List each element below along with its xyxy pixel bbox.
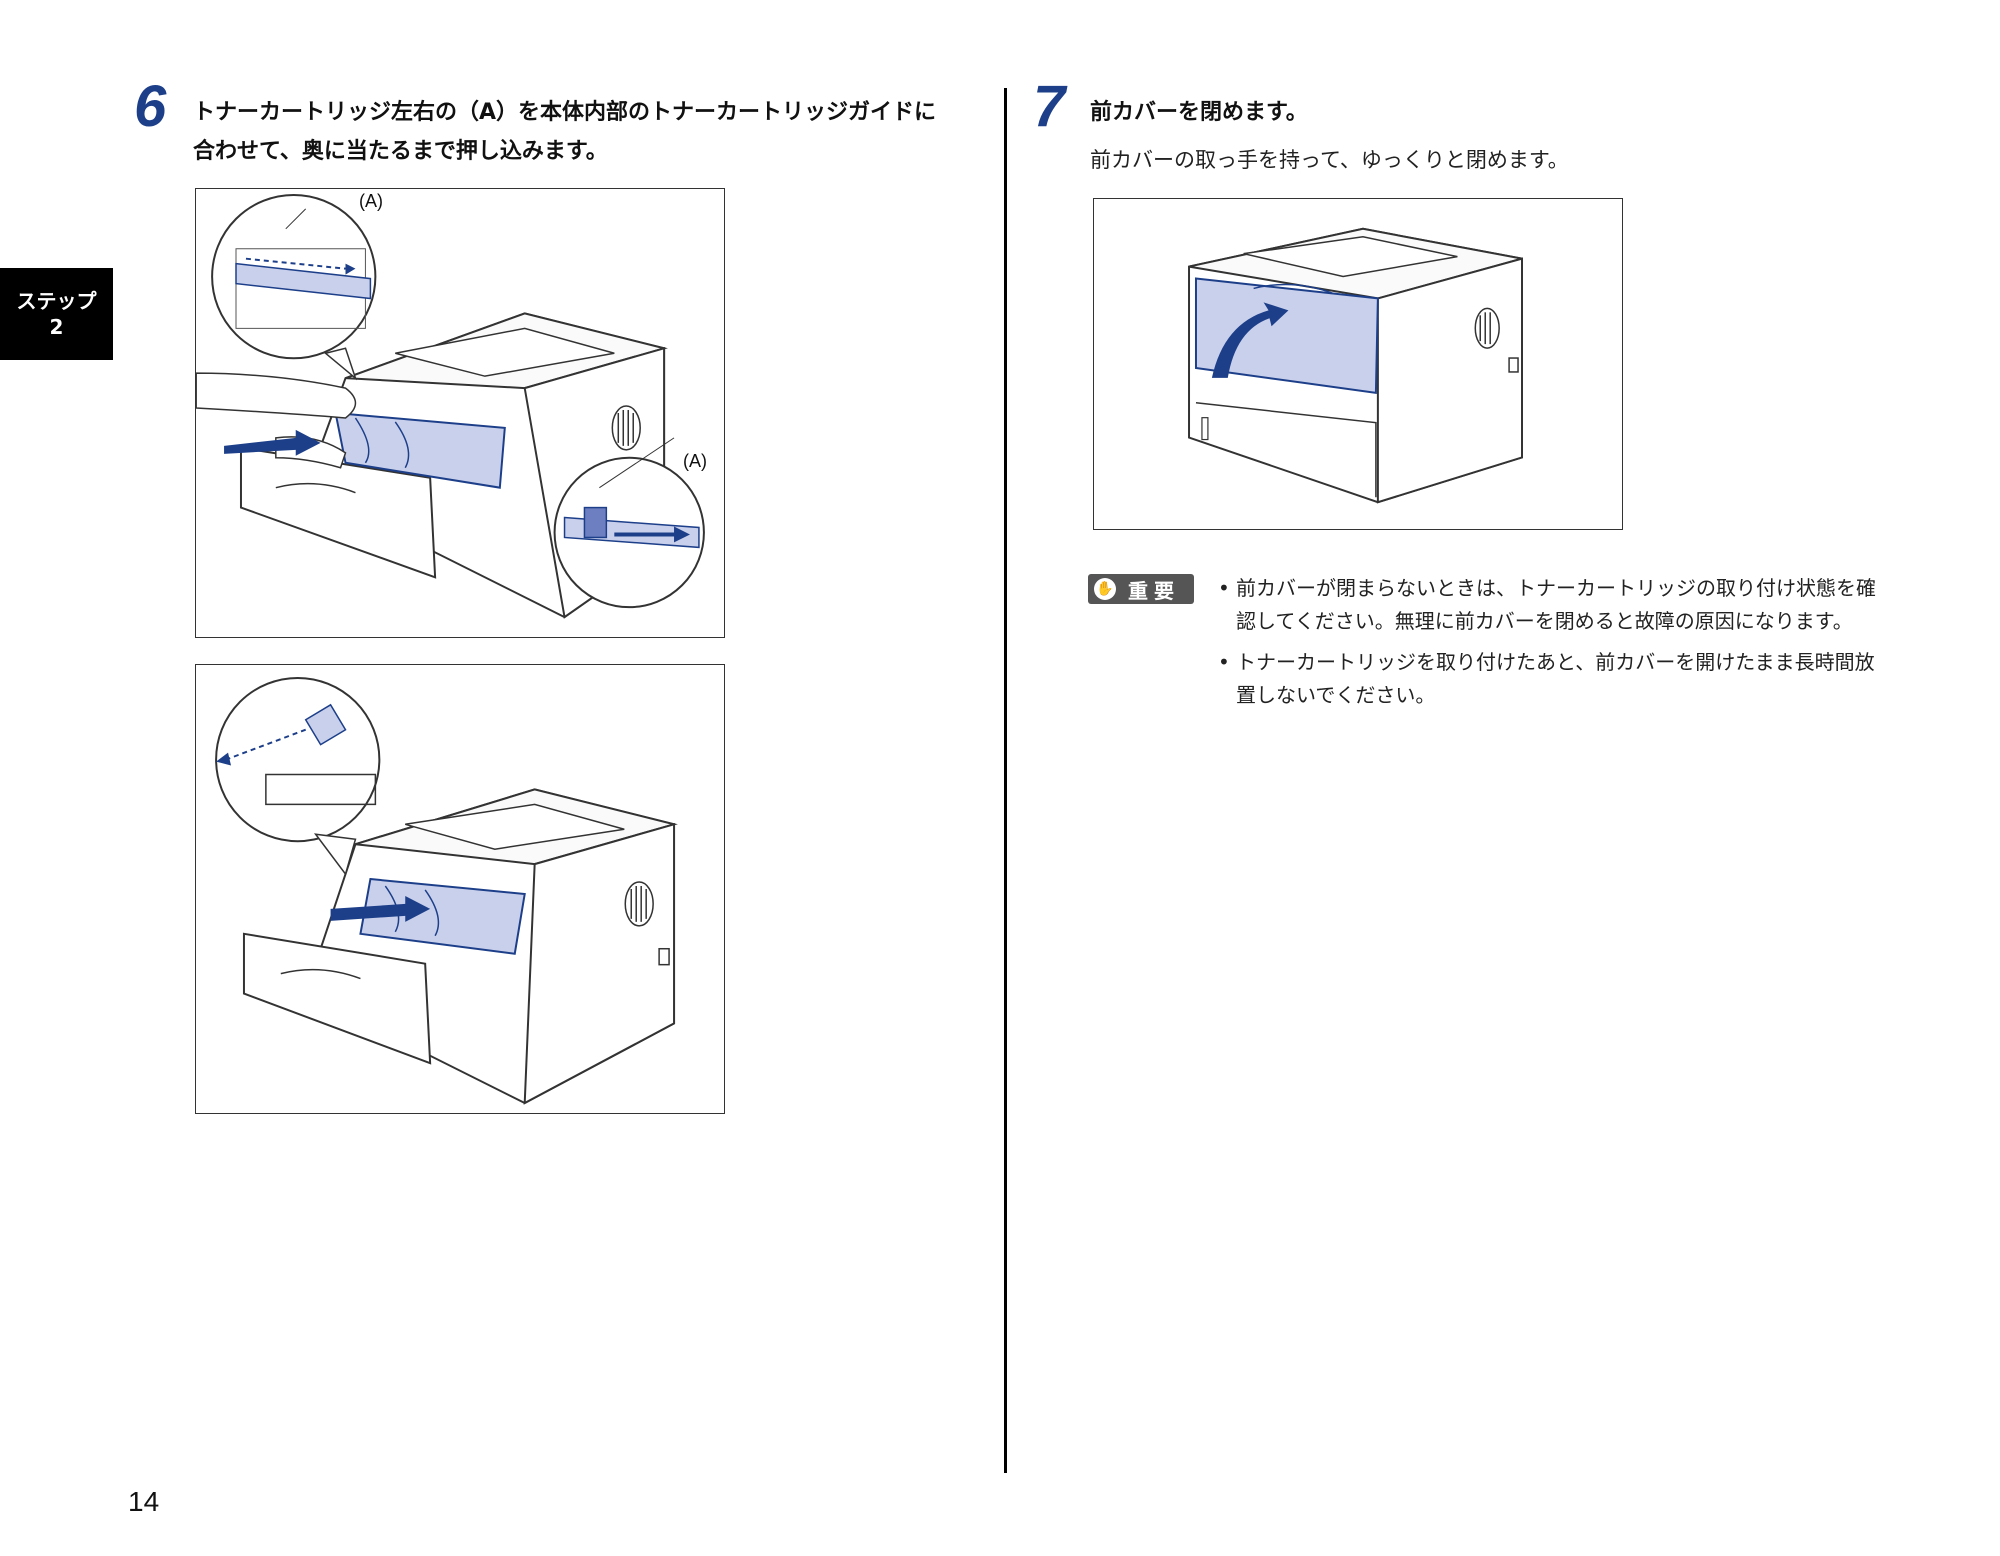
note-line: 置しないでください。	[1236, 683, 1436, 707]
step-6-number: 6	[134, 74, 167, 139]
hand-stop-icon: ✋	[1094, 578, 1116, 600]
page-number: 14	[128, 1486, 160, 1517]
important-notes: 前カバーが閉まらないときは、トナーカートリッジの取り付け状態を確 認してください…	[1218, 572, 1888, 720]
note-line: 認してください。無理に前カバーを閉めると故障の原因になります。	[1236, 609, 1853, 633]
step-6-title-line2: 合わせて、奥に当たるまで押し込みます。	[193, 139, 608, 164]
callout-a-top: (A)	[359, 191, 383, 211]
important-badge: ✋ 重要	[1088, 574, 1194, 604]
side-tab-label: ステップ	[16, 289, 97, 313]
step-6-title: トナーカートリッジ左右の（A）を本体内部のトナーカートリッジガイドに 合わせて、…	[193, 93, 993, 171]
note-line: 前カバーが閉まらないときは、トナーカートリッジの取り付け状態を確	[1236, 576, 1876, 600]
printer-illustration-1	[196, 193, 705, 619]
figure-cartridge-seated	[195, 664, 725, 1114]
step-side-tab: ステップ 2	[0, 268, 113, 360]
callout-a-right: (A)	[683, 451, 707, 471]
step-7-description: 前カバーの取っ手を持って、ゆっくりと閉めます。	[1090, 148, 1569, 172]
column-divider	[1004, 88, 1007, 1473]
step-6-title-line1: トナーカートリッジ左右の（A）を本体内部のトナーカートリッジガイドに	[193, 100, 937, 125]
step-7-number: 7	[1033, 74, 1066, 139]
figure-close-cover	[1093, 198, 1623, 530]
note-line: トナーカートリッジを取り付けたあと、前カバーを開けたまま長時間放	[1236, 650, 1875, 674]
side-tab-number: 2	[49, 315, 64, 339]
printer-illustration-3	[1188, 227, 1523, 504]
important-note: トナーカートリッジを取り付けたあと、前カバーを開けたまま長時間放 置しないでくだ…	[1218, 646, 1888, 712]
figure-insert-cartridge: (A) (A)	[195, 188, 725, 638]
important-note: 前カバーが閉まらないときは、トナーカートリッジの取り付け状態を確 認してください…	[1218, 572, 1888, 638]
printer-illustration-2	[215, 676, 678, 1105]
step-7-title: 前カバーを閉めます。	[1090, 100, 1308, 125]
important-label: 重要	[1128, 578, 1180, 603]
